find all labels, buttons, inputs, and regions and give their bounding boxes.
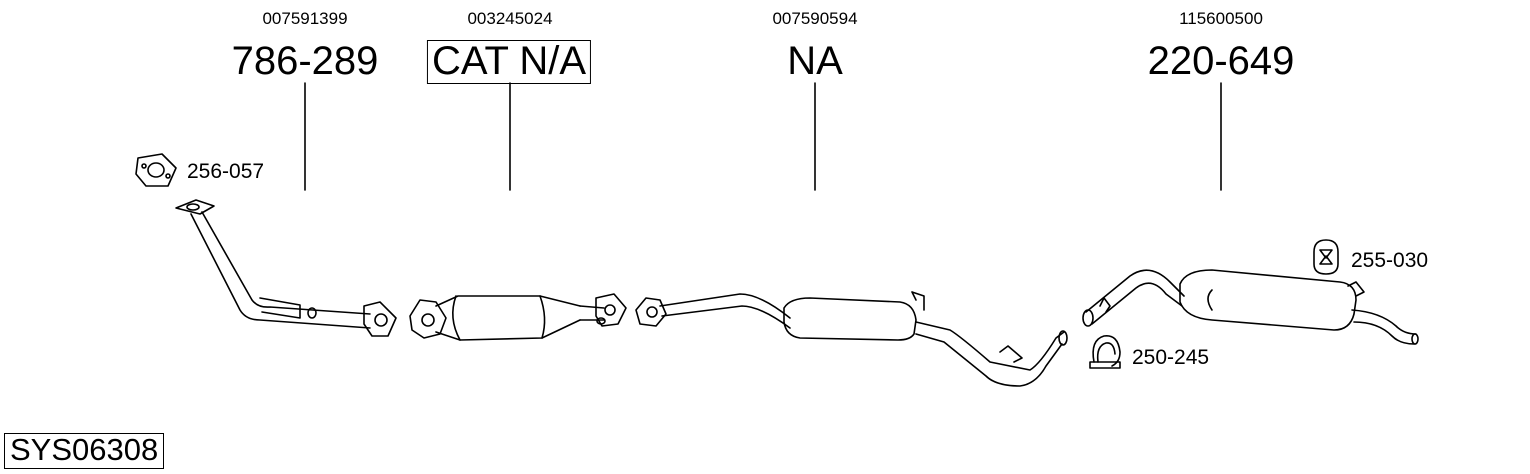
oem-number-2: 003245024 xyxy=(467,9,553,28)
front-pipe xyxy=(175,199,397,337)
gasket-icon xyxy=(135,153,177,187)
oem-number-1: 007591399 xyxy=(262,9,348,28)
accessory-clamp-number[interactable]: 250-245 xyxy=(1132,346,1210,369)
accessory-gasket-number[interactable]: 256-057 xyxy=(187,160,265,183)
part-number-4[interactable]: 220-649 xyxy=(1147,39,1295,83)
accessory-mount-number[interactable]: 255-030 xyxy=(1351,249,1429,272)
rear-silencer xyxy=(1082,269,1419,345)
clamp-icon xyxy=(1089,335,1121,369)
part-number-3[interactable]: NA xyxy=(787,39,843,83)
part-number-2[interactable]: CAT N/A xyxy=(426,40,592,84)
rubber-mount-icon xyxy=(1313,239,1339,275)
part-number-1[interactable]: 786-289 xyxy=(231,39,379,83)
oem-number-3: 007590594 xyxy=(772,9,858,28)
system-id-label: SYS06308 xyxy=(4,433,165,469)
catalytic-converter xyxy=(409,293,627,341)
oem-number-4: 115600500 xyxy=(1179,9,1263,28)
middle-silencer xyxy=(635,291,1068,387)
